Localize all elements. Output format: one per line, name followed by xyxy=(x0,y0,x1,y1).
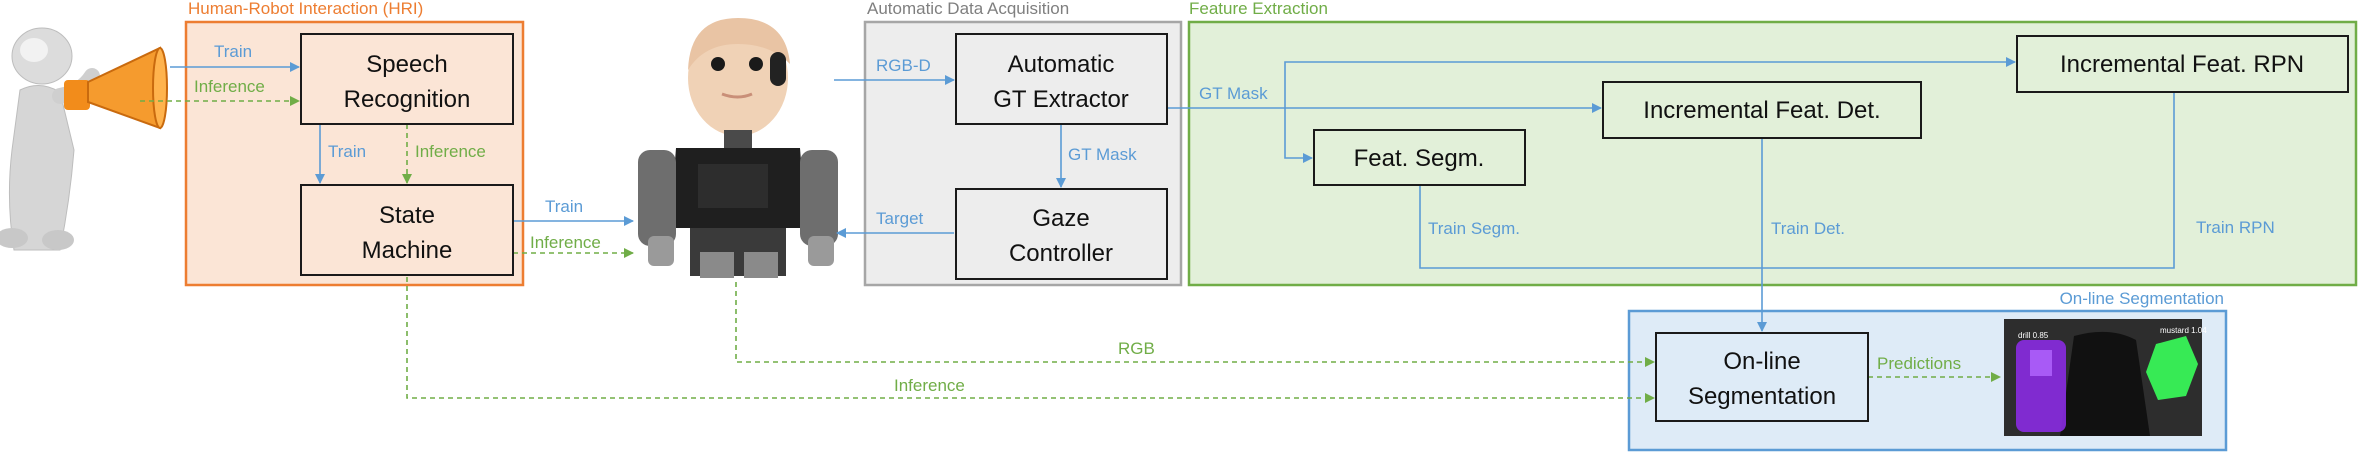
group-hri-title: Human-Robot Interaction (HRI) xyxy=(188,0,423,18)
gaze-controller-line-2: Controller xyxy=(1009,240,1113,267)
edge-label-train-state-robot: Train xyxy=(545,197,583,216)
gt-extractor-line-2: GT Extractor xyxy=(993,86,1129,113)
feat-rpn-box: Incremental Feat. RPN xyxy=(2016,35,2349,93)
edge-gt-feat-rpn xyxy=(1284,57,2016,108)
user-megaphone-icon xyxy=(0,27,168,251)
edge-label-gt-mask-gaze: GT Mask xyxy=(1068,145,1137,164)
edge-feature-merge xyxy=(1419,92,2175,269)
edge-label-predictions: Predictions xyxy=(1877,354,1961,373)
predicted-mask-right xyxy=(2146,336,2198,400)
edge-label-inference-speech-state: Inference xyxy=(415,142,486,161)
edge-label-inference-bottom: Inference xyxy=(894,376,965,395)
edge-label-train-segm: Train Segm. xyxy=(1428,219,1520,238)
gaze-controller-box: Gaze Controller xyxy=(955,188,1168,280)
edge-state-online-inference xyxy=(406,277,1655,403)
group-acquisition-title: Automatic Data Acquisition xyxy=(867,0,1069,18)
segmentation-result-image: drill 0.85 mustard 1.04 xyxy=(2004,319,2207,436)
feat-segm-box: Feat. Segm. xyxy=(1313,129,1526,186)
gt-extractor-line-1: Automatic xyxy=(1008,51,1115,78)
edge-label-inference-state-robot: Inference xyxy=(530,233,601,252)
mask-label-right: mustard 1.04 xyxy=(2160,326,2207,335)
gaze-controller-line-1: Gaze xyxy=(1032,205,1089,232)
feat-det-box: Incremental Feat. Det. xyxy=(1602,81,1922,139)
edge-label-rgbd: RGB-D xyxy=(876,56,931,75)
edge-label-inference-user: Inference xyxy=(194,77,265,96)
edge-label-train-speech-state: Train xyxy=(328,142,366,161)
edge-label-gt-mask-feat: GT Mask xyxy=(1199,84,1268,103)
mask-label-left: drill 0.85 xyxy=(2018,331,2049,340)
speech-recognition-box: Speech Recognition xyxy=(300,33,514,125)
edge-label-train-user: Train xyxy=(214,42,252,61)
edge-robot-online-rgb xyxy=(735,282,1655,367)
speech-recognition-line-2: Recognition xyxy=(344,86,471,113)
edge-label-target: Target xyxy=(876,209,924,228)
feat-det-label: Incremental Feat. Det. xyxy=(1643,97,1880,124)
gt-extractor-box: Automatic GT Extractor xyxy=(955,33,1168,125)
feat-segm-label: Feat. Segm. xyxy=(1354,145,1485,172)
state-machine-box: State Machine xyxy=(300,184,514,276)
group-online-title: On-line Segmentation xyxy=(2060,289,2224,308)
online-segmentation-line-2: Segmentation xyxy=(1688,383,1836,410)
robot-icon xyxy=(638,18,838,278)
edge-label-rgb: RGB xyxy=(1118,339,1155,358)
state-machine-line-2: Machine xyxy=(362,237,453,264)
group-feature-title: Feature Extraction xyxy=(1189,0,1328,18)
edge-label-train-rpn: Train RPN xyxy=(2196,218,2275,237)
feat-rpn-label: Incremental Feat. RPN xyxy=(2060,51,2304,78)
predicted-mask-left xyxy=(2016,340,2066,432)
edge-label-train-det: Train Det. xyxy=(1771,219,1845,238)
speech-recognition-line-1: Speech xyxy=(366,51,447,78)
edge-gt-feat-segm xyxy=(1284,108,1313,163)
online-segmentation-line-1: On-line xyxy=(1723,348,1800,375)
online-segmentation-box: On-line Segmentation xyxy=(1655,332,1869,422)
state-machine-line-1: State xyxy=(379,202,435,229)
